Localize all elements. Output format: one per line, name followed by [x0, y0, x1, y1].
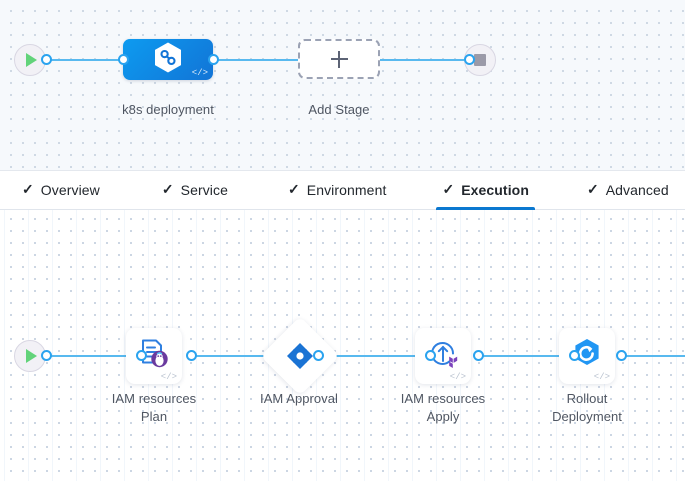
step-node-iam-resources-apply[interactable]: </> [415, 328, 471, 384]
tab-environment[interactable]: ✓ Environment [274, 171, 400, 209]
exec-start-port[interactable] [41, 350, 52, 361]
connector-plan-to-approval [191, 355, 281, 357]
step-label-iam-resources-apply: IAM resources Apply [400, 391, 486, 424]
check-icon: ✓ [587, 181, 599, 197]
stage-output-port[interactable] [208, 54, 219, 65]
step-label-rollout-deployment: Rollout Deployment [552, 391, 622, 424]
connector-stage-to-addstage [214, 59, 304, 61]
step-code-glyph: </> [449, 372, 466, 382]
check-icon: ✓ [161, 181, 174, 197]
add-stage-button[interactable] [298, 39, 380, 79]
connector-rollout-to-next [621, 355, 685, 357]
approval-diamond-icon [284, 340, 316, 372]
approval-output-port[interactable] [313, 350, 324, 361]
step-label-iam-resources-plan: IAM resources Plan [111, 391, 197, 424]
connector-start-to-plan [44, 355, 139, 357]
stage-input-port[interactable] [118, 54, 129, 65]
connector-approval-to-apply [318, 355, 428, 357]
connector-addstage-to-end [378, 59, 470, 61]
tab-advanced[interactable]: ✓ Advanced [573, 171, 683, 209]
step-label-iam-approval: IAM Approval [260, 391, 338, 406]
execution-step-canvas[interactable]: </> IAM resources Plan IAM Approval [0, 210, 685, 481]
tab-execution-label: Execution [461, 182, 529, 198]
rollout-output-port[interactable] [616, 350, 627, 361]
harness-hexagon-icon [153, 41, 183, 78]
stage-config-tabs: ✓ Overview ✓ Service ✓ Environment ✓ Exe… [0, 170, 685, 210]
stop-icon [474, 54, 486, 66]
stage-start-port[interactable] [41, 54, 52, 65]
tab-execution[interactable]: ✓ Execution [428, 171, 543, 210]
step-node-iam-resources-plan[interactable]: </> [126, 328, 182, 384]
apply-output-port[interactable] [473, 350, 484, 361]
k8s-rollout-icon [570, 337, 604, 376]
tab-service[interactable]: ✓ Service [148, 171, 242, 209]
step-node-rollout-deployment[interactable]: </> [559, 328, 615, 384]
tab-advanced-label: Advanced [605, 182, 669, 198]
plan-input-port[interactable] [136, 350, 147, 361]
rollout-input-port[interactable] [569, 350, 580, 361]
terraform-apply-icon [426, 337, 460, 376]
play-icon [26, 349, 37, 363]
connector-apply-to-rollout [478, 355, 568, 357]
pipeline-stage-canvas[interactable]: </> k8s deployment Add Stage [0, 0, 685, 170]
play-icon [26, 53, 37, 67]
tab-service-label: Service [180, 182, 229, 198]
tab-overview[interactable]: ✓ Overview [8, 171, 114, 209]
step-code-glyph: </> [593, 372, 610, 382]
step-code-glyph: </> [160, 372, 177, 382]
check-icon: ✓ [442, 181, 455, 197]
stage-code-glyph: </> [191, 68, 208, 78]
add-stage-label: Add Stage [308, 102, 370, 117]
check-icon: ✓ [288, 181, 300, 197]
connector-start-to-stage [44, 59, 132, 61]
stage-start-node[interactable] [14, 44, 46, 76]
plus-icon-vertical [338, 50, 340, 68]
tab-overview-label: Overview [40, 182, 100, 198]
plan-output-port[interactable] [186, 350, 197, 361]
apply-input-port[interactable] [425, 350, 436, 361]
tab-environment-label: Environment [306, 182, 387, 198]
check-icon: ✓ [22, 181, 34, 197]
stage-label-k8s-deployment: k8s deployment [122, 102, 214, 117]
stage-node-k8s-deployment[interactable]: </> [123, 39, 213, 80]
stage-end-port[interactable] [464, 54, 475, 65]
